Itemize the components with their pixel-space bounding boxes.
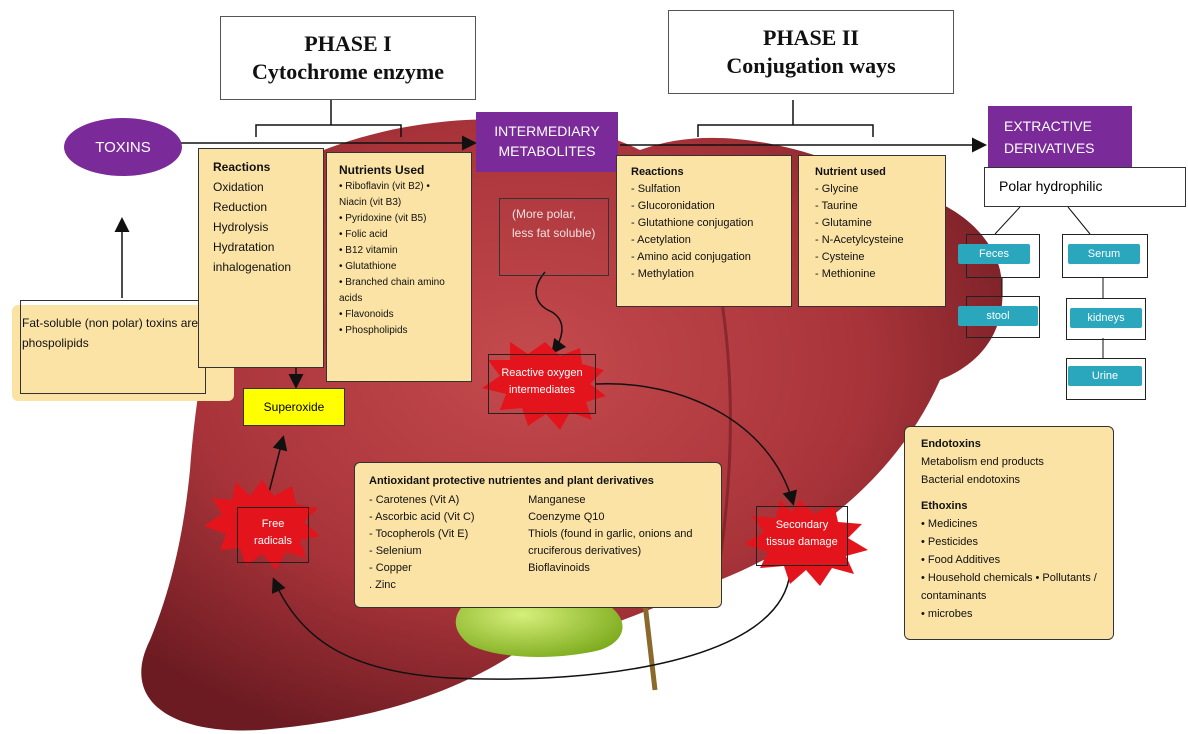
antioxidant-item: Thiols (found in garlic, onions and cruc…: [528, 526, 707, 560]
antioxidant-title: Antioxidant protective nutrientes and pl…: [369, 473, 707, 490]
nutrient-item: • Flavonoids: [339, 307, 459, 323]
phase1-subtitle: Cytochrome enzyme: [221, 58, 475, 86]
ethoxin-item: • Food Additives: [921, 551, 1097, 569]
phase1-reactions-title: Reactions: [213, 157, 309, 177]
reactive-oxygen-line2: intermediates: [493, 382, 591, 399]
toxins-label: TOXINS: [95, 139, 151, 156]
more-polar-text: (More polar, less fat soluble): [512, 207, 595, 240]
reaction-item: - Amino acid conjugation: [631, 249, 777, 266]
ethoxin-item: • microbes: [921, 605, 1097, 623]
ethoxin-item: • Household chemicals • Pollutants / con…: [921, 569, 1097, 605]
reaction-item: Hydrolysis: [213, 217, 309, 237]
endotoxins-title: Endotoxins: [921, 435, 1097, 453]
intermediary-line1: INTERMEDIARY: [482, 121, 612, 141]
nutrient-item: - Cysteine: [815, 249, 929, 266]
phase2-reactions-title: Reactions: [631, 164, 777, 181]
phase2-nutrients-box: Nutrient used - Glycine - Taurine - Glut…: [798, 155, 946, 307]
antioxidant-item: - Tocopherols (Vit E): [369, 526, 528, 543]
antioxidant-item: Coenzyme Q10: [528, 509, 707, 526]
reaction-item: Reduction: [213, 197, 309, 217]
reaction-item: - Glutathione conjugation: [631, 215, 777, 232]
nutrient-item: - Glycine: [815, 181, 929, 198]
reaction-item: - Methylation: [631, 266, 777, 283]
reaction-item: - Glucoronidation: [631, 198, 777, 215]
reaction-item: Oxidation: [213, 177, 309, 197]
stool-label: stool: [958, 306, 1038, 326]
phase2-header: PHASE II Conjugation ways: [668, 10, 954, 94]
reaction-item: - Acetylation: [631, 232, 777, 249]
fat-soluble-frame: [20, 300, 206, 394]
antioxidant-item: Manganese: [528, 492, 707, 509]
more-polar-box: (More polar, less fat soluble): [499, 198, 609, 276]
antioxidant-item: - Ascorbic acid (Vit C): [369, 509, 528, 526]
phase2-reactions-box: Reactions - Sulfation - Glucoronidation …: [616, 155, 792, 307]
antioxidant-item: . Zinc: [369, 577, 528, 594]
extractive-line1: EXTRACTIVE: [1004, 115, 1116, 137]
endotoxin-item: Metabolism end products: [921, 453, 1097, 471]
nutrient-item: - Taurine: [815, 198, 929, 215]
serum-text: Serum: [1088, 248, 1120, 260]
nutrient-item: • B12 vitamin: [339, 243, 459, 259]
antioxidant-item: - Carotenes (Vit A): [369, 492, 528, 509]
urine-label: Urine: [1068, 366, 1142, 386]
nutrient-item: - Glutamine: [815, 215, 929, 232]
phase2-subtitle: Conjugation ways: [669, 52, 953, 80]
serum-label: Serum: [1068, 244, 1140, 264]
antioxidant-item: - Selenium: [369, 543, 528, 560]
phase1-reactions-box: Reactions Oxidation Reduction Hydrolysis…: [198, 148, 324, 368]
superoxide-box: Superoxide: [243, 388, 345, 426]
free-radicals-line1: Free: [242, 516, 304, 533]
nutrient-item: - N-Acetylcysteine: [815, 232, 929, 249]
reaction-item: - Sulfation: [631, 181, 777, 198]
polar-hydrophilic-label: Polar hydrophilic: [999, 178, 1103, 194]
ethoxins-title: Ethoxins: [921, 497, 1097, 515]
phase1-header: PHASE I Cytochrome enzyme: [220, 16, 476, 100]
phase1-title: PHASE I: [221, 30, 475, 58]
endotoxin-item: Bacterial endotoxins: [921, 471, 1097, 489]
secondary-damage-line1: Secondary: [761, 517, 843, 534]
antioxidant-item: - Copper: [369, 560, 528, 577]
kidneys-text: kidneys: [1087, 312, 1124, 324]
nutrient-item: • Folic acid: [339, 227, 459, 243]
phase1-nutrients-title: Nutrients Used: [339, 161, 459, 179]
reactive-oxygen-line1: Reactive oxygen: [493, 365, 591, 382]
free-radicals-line2: radicals: [242, 533, 304, 550]
phase1-nutrients-box: Nutrients Used • Riboflavin (vit B2) • N…: [326, 152, 472, 382]
nutrient-item: • Pyridoxine (vit B5): [339, 211, 459, 227]
feces-text: Feces: [979, 248, 1009, 260]
ethoxin-item: • Medicines: [921, 515, 1097, 533]
ethoxin-item: • Pesticides: [921, 533, 1097, 551]
phase2-nutrients-title: Nutrient used: [815, 164, 929, 181]
urine-text: Urine: [1092, 370, 1118, 382]
antioxidant-item: Bioflavinoids: [528, 560, 707, 577]
endotoxins-box: Endotoxins Metabolism end products Bacte…: [904, 426, 1114, 640]
intermediary-line2: METABOLITES: [482, 141, 612, 161]
nutrient-item: - Methionine: [815, 266, 929, 283]
nutrient-item: • Glutathione: [339, 259, 459, 275]
extractive-line2: DERIVATIVES: [1004, 137, 1116, 159]
phase2-title: PHASE II: [669, 24, 953, 52]
antioxidant-box: Antioxidant protective nutrientes and pl…: [354, 462, 722, 608]
kidneys-label: kidneys: [1070, 308, 1142, 328]
superoxide-label: Superoxide: [264, 400, 325, 414]
nutrient-item: • Phospholipids: [339, 323, 459, 339]
nutrient-item: • Riboflavin (vit B2) • Niacin (vit B3): [339, 179, 459, 211]
polar-hydrophilic-box: Polar hydrophilic: [984, 167, 1186, 207]
secondary-damage-box: Secondary tissue damage: [756, 506, 848, 566]
nutrient-item: • Branched chain amino acids: [339, 275, 459, 307]
toxins-node: TOXINS: [64, 118, 182, 176]
secondary-damage-line2: tissue damage: [761, 534, 843, 551]
intermediary-metabolites-node: INTERMEDIARY METABOLITES: [476, 112, 618, 172]
extractive-derivatives-node: EXTRACTIVE DERIVATIVES: [988, 106, 1132, 168]
stool-text: stool: [986, 310, 1009, 322]
free-radicals-box: Free radicals: [237, 507, 309, 563]
reaction-item: inhalogenation: [213, 257, 309, 277]
reaction-item: Hydratation: [213, 237, 309, 257]
feces-label: Feces: [958, 244, 1030, 264]
reactive-oxygen-box: Reactive oxygen intermediates: [488, 354, 596, 414]
